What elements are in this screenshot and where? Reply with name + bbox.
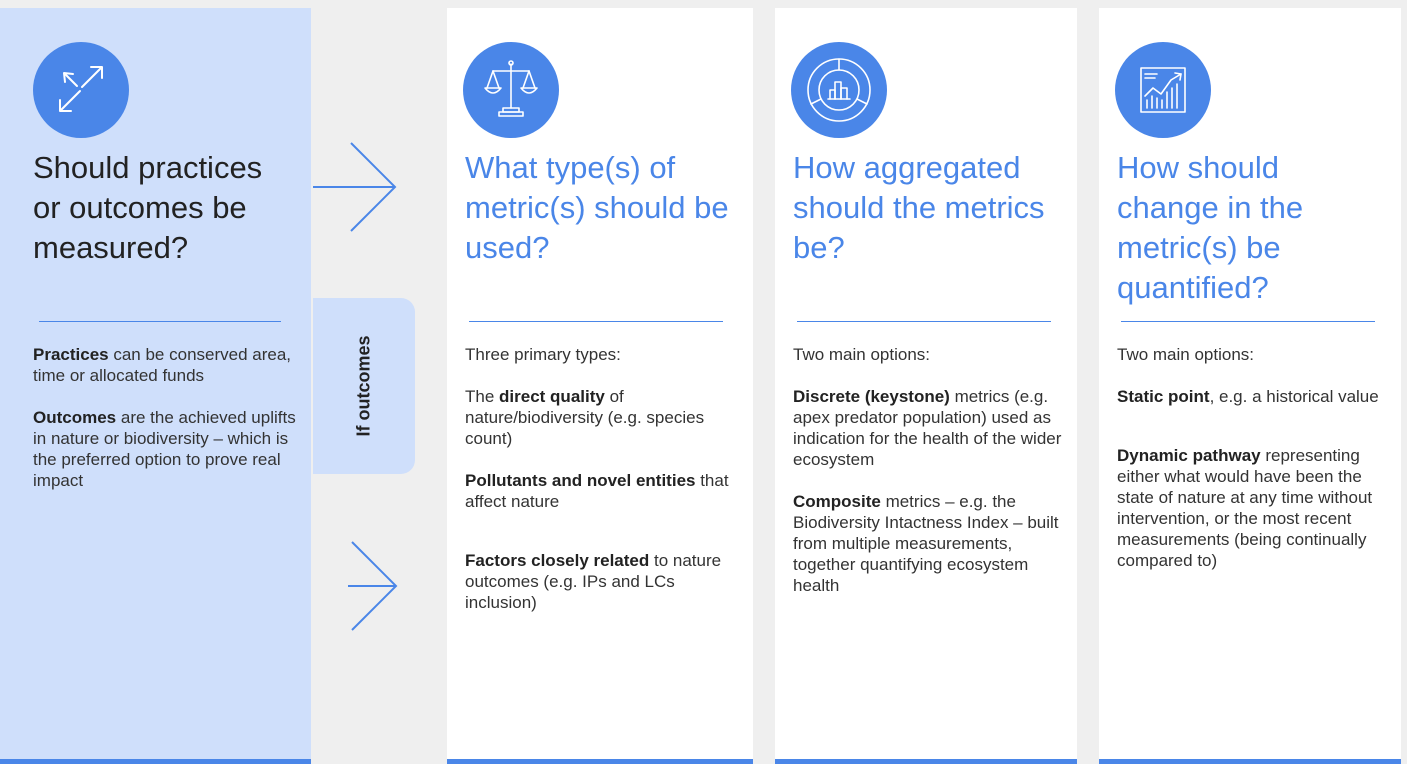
outcomes-paragraph: Outcomes are the achieved uplifts in nat… <box>33 408 296 490</box>
divider <box>39 321 281 322</box>
static-point-item: Static point, e.g. a historical value <box>1117 387 1379 406</box>
panel-body: Two main options: Static point, e.g. a h… <box>1117 344 1397 592</box>
intro-text: Three primary types: <box>465 345 621 364</box>
if-outcomes-connector: If outcomes <box>313 298 415 474</box>
balance-scale-icon <box>463 42 559 138</box>
direct-quality-item: The direct quality of nature/biodiversit… <box>465 387 705 448</box>
panel-title: Should practices or outcomes be measured… <box>33 150 263 265</box>
aggregate-chart-icon <box>791 42 887 138</box>
aggregation-panel: How aggregated should the metrics be? Tw… <box>775 8 1077 764</box>
intro-text: Two main options: <box>793 345 931 364</box>
arrows-diagonal-icon <box>33 42 129 138</box>
practices-or-outcomes-panel: Should practices or outcomes be measured… <box>0 8 311 764</box>
divider <box>469 321 723 322</box>
connector-label: If outcomes <box>353 335 374 437</box>
trend-chart-icon <box>1115 42 1211 138</box>
panel-body: Three primary types: The direct quality … <box>465 344 735 634</box>
factors-item: Factors closely related to nature outcom… <box>465 551 722 612</box>
metric-type-panel: What type(s) of metric(s) should be used… <box>447 8 753 764</box>
intro-text: Two main options: <box>1117 345 1255 364</box>
panel-body: Two main options: Discrete (keystone) me… <box>793 344 1063 617</box>
arrow-right-bottom-icon <box>348 540 400 632</box>
pollutants-item: Pollutants and novel entities that affec… <box>465 471 729 511</box>
arrow-right-top-icon <box>313 141 399 233</box>
change-quantification-panel: How should change in the metric(s) be qu… <box>1099 8 1401 764</box>
panel-title: How should change in the metric(s) be qu… <box>1117 150 1304 305</box>
panel-body: Practices can be conserved area, time or… <box>33 344 303 512</box>
panel-title: What type(s) of metric(s) should be used… <box>465 150 729 265</box>
panel-title: How aggregated should the metrics be? <box>793 150 1045 265</box>
practices-paragraph: Practices can be conserved area, time or… <box>33 345 292 385</box>
discrete-item: Discrete (keystone) metrics (e.g. apex p… <box>793 387 1062 469</box>
composite-item: Composite metrics – e.g. the Biodiversit… <box>793 492 1059 595</box>
divider <box>797 321 1051 322</box>
divider <box>1121 321 1375 322</box>
dynamic-pathway-item: Dynamic pathway representing either what… <box>1117 446 1373 570</box>
